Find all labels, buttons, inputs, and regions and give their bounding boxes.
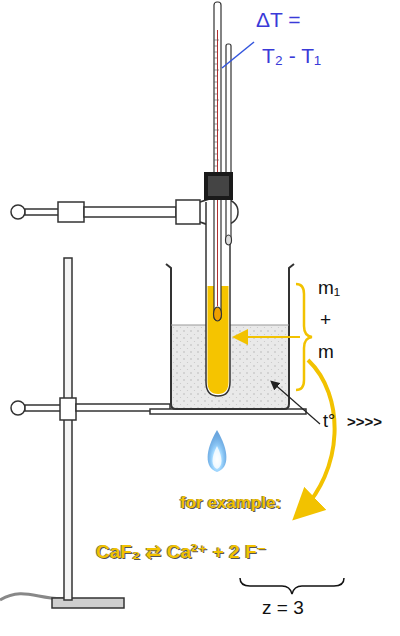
upper-clamp	[11, 198, 238, 225]
example-label: for example:	[178, 494, 283, 513]
scale-tick	[214, 106, 217, 107]
charge-label: z = 3	[262, 598, 304, 619]
scale-tick	[214, 64, 217, 65]
stand-rod	[64, 258, 72, 600]
yellow-arrow	[236, 336, 300, 338]
ion-bracket	[240, 578, 344, 594]
scale-tick	[214, 160, 219, 161]
scale-tick	[214, 118, 217, 119]
scale-tick	[214, 166, 217, 167]
temperature-label: t°	[323, 412, 335, 432]
scale-tick	[214, 70, 219, 71]
delta-label: ΔT =	[256, 8, 301, 31]
thermometer-scale	[214, 40, 219, 166]
scale-tick	[214, 58, 217, 59]
formula-label: T₂ - T₁	[262, 44, 321, 67]
heat-arrows: >>>>	[347, 414, 382, 431]
scale-tick	[214, 148, 217, 149]
scale-tick	[214, 40, 219, 41]
stand-base	[52, 598, 124, 608]
equation: CaF₂ ⇄ Ca²⁺ + 2 F⁻	[96, 542, 267, 563]
scale-tick	[214, 112, 217, 113]
burner-flame	[208, 430, 227, 472]
scale-tick	[214, 88, 217, 89]
stopper-inner	[208, 176, 229, 196]
scale-tick	[214, 154, 217, 155]
scale-tick	[214, 52, 217, 53]
scale-tick	[214, 130, 219, 131]
scale-tick	[214, 136, 217, 137]
scale-tick	[214, 46, 217, 47]
scale-tick	[214, 82, 217, 83]
curved-arrow	[298, 360, 335, 515]
stopper	[204, 172, 233, 200]
plus-label: +	[320, 310, 331, 331]
scale-tick	[214, 76, 217, 77]
leader-line	[222, 42, 254, 68]
mass-label: m₁	[318, 278, 340, 299]
mass-label: m	[318, 342, 334, 363]
scale-tick	[214, 142, 217, 143]
thermometer	[214, 2, 232, 321]
temperature-arrow	[272, 382, 320, 424]
scale-tick	[214, 100, 219, 101]
scale-tick	[214, 94, 217, 95]
scale-tick	[214, 124, 217, 125]
